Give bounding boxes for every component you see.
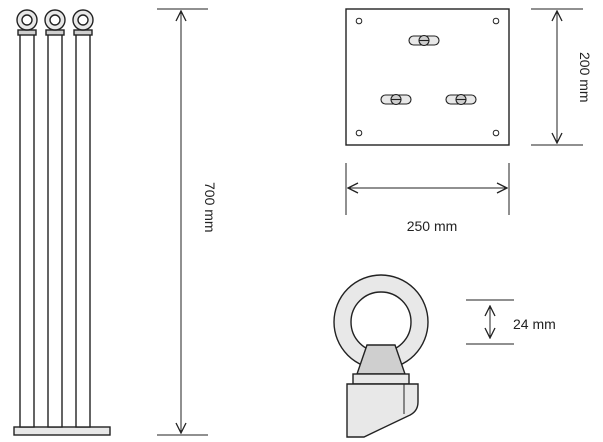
post-eye-ring-middle xyxy=(44,9,66,31)
plate-ring-bottom-right xyxy=(445,93,477,106)
plate-hole-top-left xyxy=(355,17,363,25)
plate-height-dimension xyxy=(531,8,583,146)
ring-size-label: 24 mm xyxy=(513,316,556,332)
ring-size-dimension xyxy=(466,299,514,345)
post-collar-middle xyxy=(45,29,65,36)
plate-hole-bottom-left xyxy=(355,129,363,137)
detail-bracket xyxy=(346,383,419,438)
post-front-view xyxy=(13,9,111,436)
plate-height-label: 200 mm xyxy=(577,52,593,103)
plate-width-dimension xyxy=(345,163,510,215)
post-base-plate xyxy=(13,426,111,436)
height-dimension xyxy=(157,8,208,436)
post-rod-middle xyxy=(47,33,63,428)
post-collar-right xyxy=(73,29,93,36)
plate-width-label: 250 mm xyxy=(407,218,458,234)
plate-outline xyxy=(345,8,510,146)
post-eye-ring-left xyxy=(16,9,38,31)
detail-nut xyxy=(352,373,410,385)
post-rod-right xyxy=(75,33,91,428)
plate-ring-bottom-left xyxy=(380,93,412,106)
post-rod-left xyxy=(19,33,35,428)
plate-top-view xyxy=(345,8,510,146)
eye-ring-detail xyxy=(333,274,429,438)
detail-ring-inner xyxy=(350,291,412,353)
post-eye-ring-right xyxy=(72,9,94,31)
post-collar-left xyxy=(17,29,37,36)
plate-hole-top-right xyxy=(492,17,500,25)
plate-ring-top xyxy=(408,34,440,47)
height-label: 700 mm xyxy=(202,182,218,233)
plate-hole-bottom-right xyxy=(492,129,500,137)
